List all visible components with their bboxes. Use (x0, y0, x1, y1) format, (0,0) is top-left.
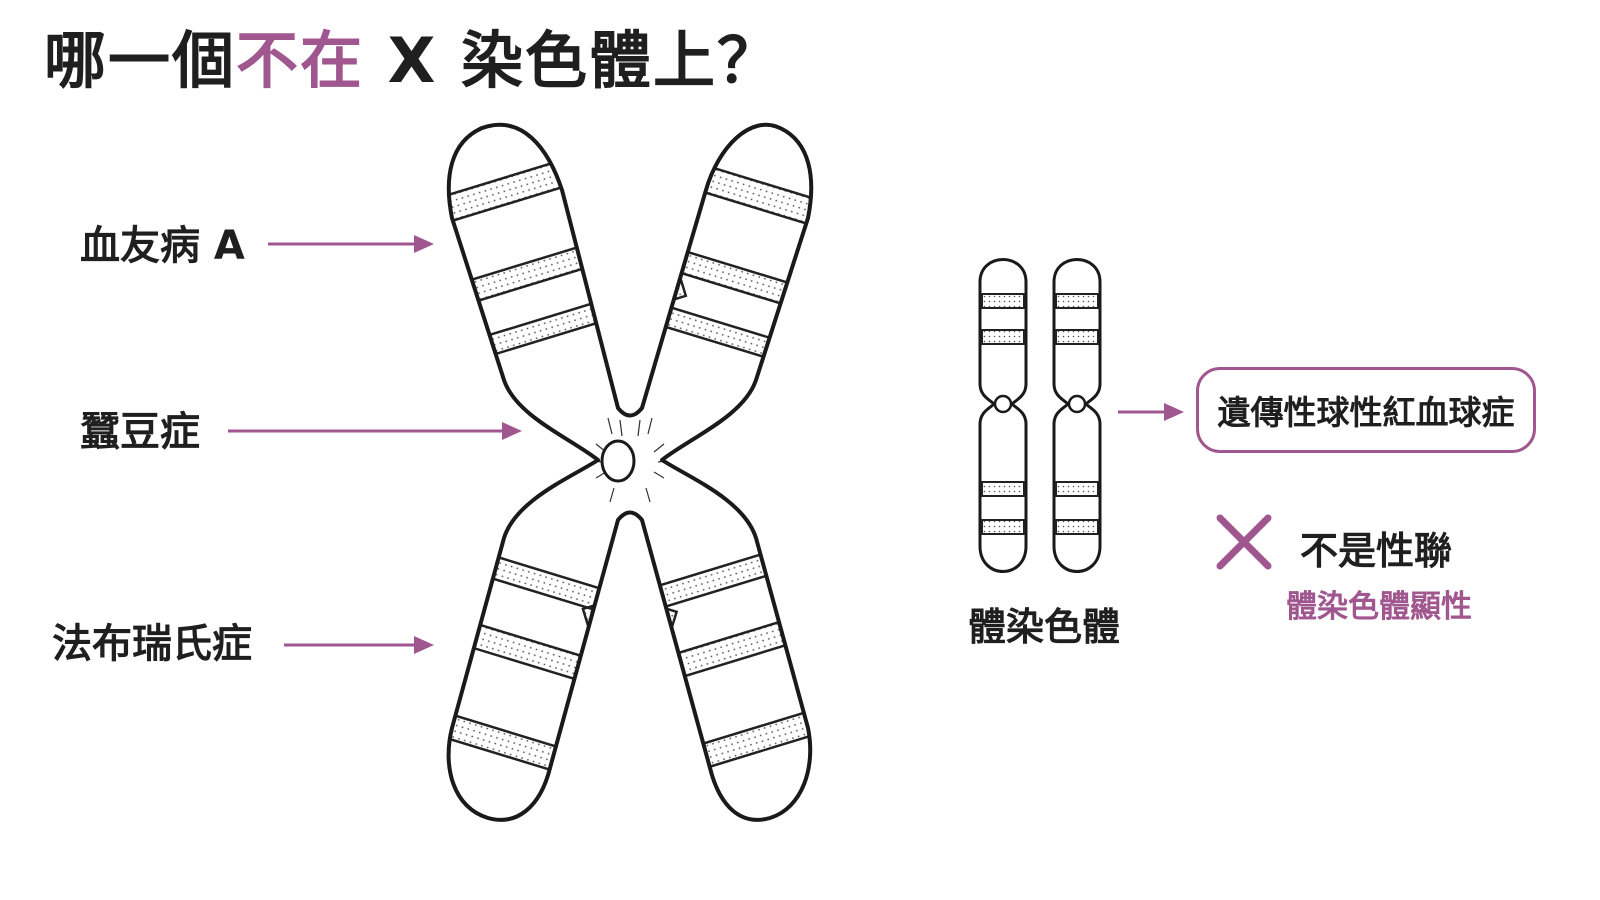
x-chromosome-illustration (446, 122, 814, 822)
autosome-right (1052, 258, 1102, 573)
label-g6pd-deficiency: 蠶豆症 (80, 409, 200, 455)
autosome-label: 體染色體 (968, 605, 1121, 649)
autosome-left (978, 258, 1028, 573)
label-hemophilia-a: 血友病 A (80, 223, 245, 269)
title-part2: X 染色體上？ (364, 24, 782, 97)
x-mark-icon (1216, 514, 1272, 570)
page-title: 哪一個不在 X 染色體上？ (44, 22, 781, 100)
autosome-pair-illustration (978, 258, 1102, 573)
hereditary-spherocytosis-label: 遺傳性球性紅血球症 (1217, 393, 1515, 432)
hereditary-spherocytosis-box: 遺傳性球性紅血球症 (1196, 367, 1536, 453)
arrow-right-icon (228, 422, 522, 440)
arrow-right-icon (268, 235, 434, 253)
title-accent: 不在 (236, 24, 365, 97)
autosomal-dominant-label: 體染色體顯性 (1286, 589, 1472, 625)
not-sex-linked-label: 不是性聯 (1300, 529, 1453, 573)
arrow-right-icon (284, 636, 434, 654)
centromere (600, 439, 636, 483)
arrow-right-icon (1118, 403, 1184, 421)
label-fabry-disease: 法布瑞氏症 (52, 621, 252, 667)
title-part1: 哪一個 (44, 24, 237, 97)
